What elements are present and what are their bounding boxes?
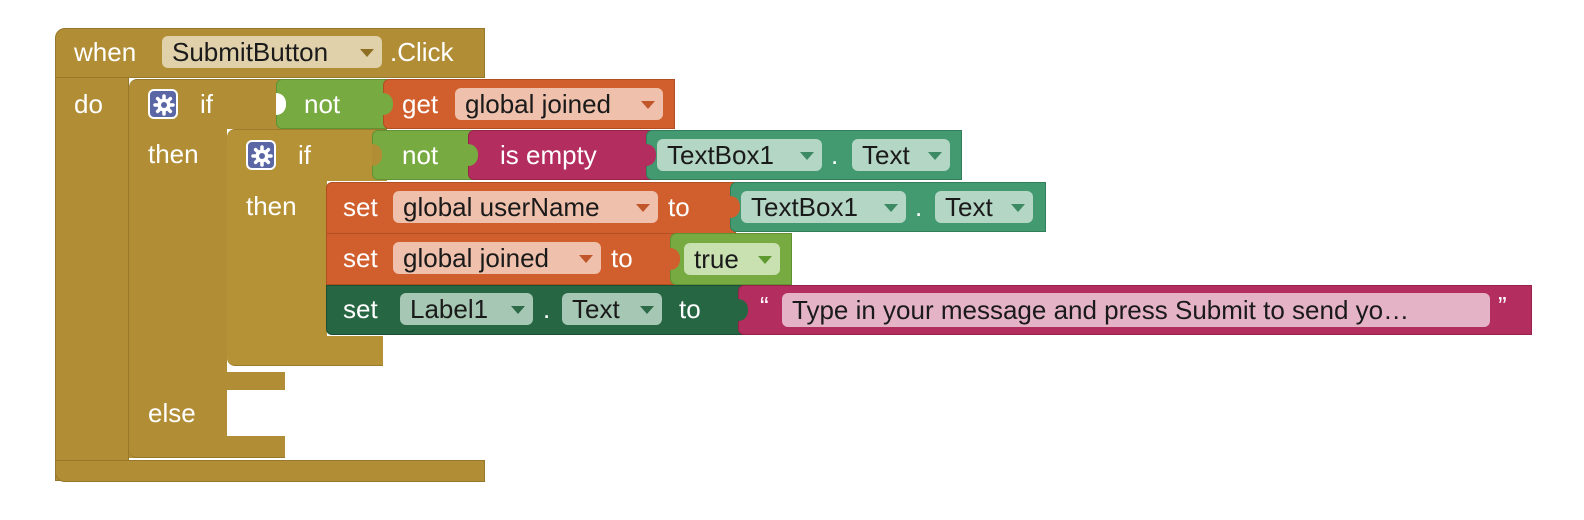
is-empty-plug <box>468 144 478 166</box>
dot-label: . <box>831 140 839 170</box>
component-dropdown-submitbutton[interactable]: SubmitButton <box>162 36 382 68</box>
outer-then-label: then <box>148 139 199 169</box>
event-left-arm[interactable] <box>55 77 129 481</box>
to-label: to <box>679 294 701 324</box>
chevron-down-icon[interactable] <box>884 204 898 212</box>
outer-if-left-arm[interactable] <box>129 128 227 458</box>
true-plug <box>670 248 680 270</box>
chevron-down-icon[interactable] <box>636 204 650 212</box>
string-plug <box>738 299 748 321</box>
set-label: set <box>343 243 378 273</box>
chevron-down-icon[interactable] <box>579 255 593 263</box>
outer-if-label: if <box>200 89 213 119</box>
outer-not-plug <box>276 93 286 115</box>
variable-dropdown-global-joined[interactable]: global joined <box>455 88 663 120</box>
property-name: Text <box>862 140 910 170</box>
variable-dropdown-global-joined[interactable]: global joined <box>393 242 601 274</box>
component-dropdown-textbox1[interactable]: TextBox1 <box>657 139 822 171</box>
to-label: to <box>611 243 633 273</box>
component-name: SubmitButton <box>172 37 329 67</box>
chevron-down-icon[interactable] <box>758 256 772 264</box>
outer-if-bottom-bar[interactable] <box>129 436 285 458</box>
outer-not-label: not <box>304 89 341 119</box>
chevron-down-icon[interactable] <box>928 152 942 160</box>
message-text-field[interactable]: Type in your message and press Submit to… <box>782 293 1490 327</box>
property-name: Text <box>572 294 620 324</box>
inner-not-label: not <box>402 140 439 170</box>
component-name: TextBox1 <box>667 140 774 170</box>
inner-if-bottom-bar[interactable] <box>227 336 383 366</box>
property-name: Text <box>945 192 993 222</box>
inner-then-label: then <box>246 191 297 221</box>
variable-dropdown-global-username[interactable]: global userName <box>393 191 658 223</box>
variable-name: global joined <box>465 89 612 119</box>
chevron-down-icon[interactable] <box>360 49 374 57</box>
property-dropdown-text[interactable]: Text <box>935 191 1033 223</box>
to-label: to <box>668 192 690 222</box>
gear-icon[interactable] <box>246 140 276 170</box>
inner-if-left-arm[interactable] <box>227 180 327 354</box>
inner-not-plug <box>372 144 382 166</box>
chevron-down-icon[interactable] <box>800 152 814 160</box>
property-dropdown-text[interactable]: Text <box>852 139 950 171</box>
dot-label: . <box>915 192 923 222</box>
set-label: set <box>343 294 378 324</box>
boolean-dropdown-true[interactable]: true <box>684 243 780 275</box>
component-dropdown-textbox1[interactable]: TextBox1 <box>741 191 906 223</box>
get-label: get <box>402 89 439 119</box>
chevron-down-icon[interactable] <box>511 306 525 314</box>
variable-name: global joined <box>403 243 550 273</box>
is-empty-label: is empty <box>500 140 597 170</box>
chevron-down-icon[interactable] <box>640 306 654 314</box>
chevron-down-icon[interactable] <box>1011 204 1025 212</box>
inner-if-label: if <box>298 140 311 170</box>
open-quote: “ <box>760 291 769 321</box>
dot-label: . <box>543 294 551 324</box>
set-label1-text-block[interactable] <box>326 285 746 335</box>
close-quote: ” <box>1498 291 1507 321</box>
getter-plug <box>646 144 656 166</box>
component-name: Label1 <box>410 294 489 324</box>
boolean-value: true <box>694 244 739 274</box>
component-dropdown-label1[interactable]: Label1 <box>400 293 533 325</box>
chevron-down-icon[interactable] <box>641 101 655 109</box>
event-bottom-bar[interactable] <box>55 460 485 482</box>
outer-not-block[interactable] <box>276 79 388 129</box>
outer-else-label: else <box>148 398 196 428</box>
component-name: TextBox1 <box>751 192 858 222</box>
gear-icon[interactable] <box>148 89 178 119</box>
get-plug <box>383 93 393 115</box>
variable-name: global userName <box>403 192 600 222</box>
getter-plug <box>730 196 740 218</box>
event-name-label: .Click <box>390 37 454 67</box>
else-slot[interactable] <box>227 390 285 436</box>
do-label: do <box>74 89 103 119</box>
inner-not-block[interactable] <box>372 130 484 180</box>
when-label: when <box>74 37 137 67</box>
property-dropdown-text[interactable]: Text <box>562 293 662 325</box>
set-label: set <box>343 192 378 222</box>
outer-if-else-bar[interactable] <box>129 372 285 390</box>
is-empty-block[interactable] <box>468 130 654 180</box>
